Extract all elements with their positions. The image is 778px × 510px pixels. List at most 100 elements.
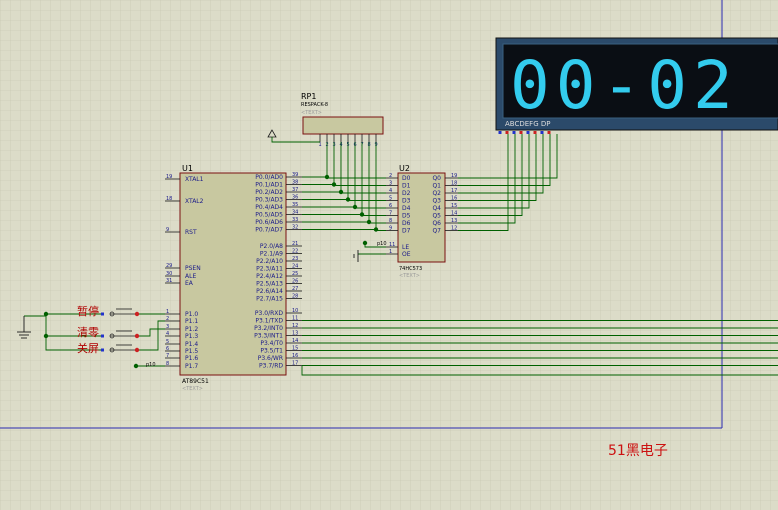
button-pin	[101, 348, 104, 352]
display-pin	[540, 131, 544, 134]
wire-btn3-p11	[139, 320, 165, 351]
u2-pin-num: 8	[389, 218, 392, 224]
button-terminal-red	[134, 333, 140, 339]
button-terminal	[109, 311, 115, 317]
u2-pin-num: 2	[389, 173, 392, 179]
u1-pin-num: 34	[292, 210, 298, 216]
u1-pin-num: 4	[166, 331, 169, 337]
junction-dot	[43, 311, 49, 317]
u1-pin-num: 1	[166, 309, 169, 315]
u1-pin-num: 16	[292, 353, 298, 359]
wire-q-to-display	[458, 134, 509, 231]
display-pin	[547, 131, 551, 134]
wires	[24, 134, 778, 376]
button-label-clear: 清零	[77, 326, 99, 339]
button-label-screen-off: 关屏	[77, 341, 99, 355]
wire-q-to-display	[458, 134, 544, 194]
u1-pin-name: P3.0/RXD	[255, 310, 283, 317]
u1-pin-num: 5	[166, 339, 169, 345]
u2-pin-name: Q4	[432, 205, 441, 212]
u1-pin-name: P0.3/AD3	[255, 197, 283, 204]
junction-dot	[373, 227, 379, 232]
wire-q-to-display	[458, 134, 537, 201]
u2-pin-num: 14	[451, 211, 457, 217]
u1-pin-name: P1.1	[185, 318, 198, 325]
net-label-p10: p10	[146, 362, 156, 368]
display-pin	[519, 131, 523, 134]
push-buttons[interactable]	[101, 308, 140, 353]
u1-pin-num: 23	[292, 256, 298, 262]
u1-pin-num: 22	[292, 249, 298, 255]
u2-pin-name: D3	[402, 198, 411, 205]
u1-pin-name: P1.5	[185, 348, 198, 355]
u1-pin-name: P0.5/AD5	[255, 212, 283, 219]
junction-dot	[338, 189, 344, 195]
display-pin	[512, 131, 516, 134]
u1-pin-name: P2.0/A8	[260, 243, 283, 250]
u1-pin-num: 11	[292, 316, 298, 322]
u2-pin-name: Q1	[432, 183, 441, 190]
u1-pin-name: P2.5/A13	[256, 281, 283, 288]
push-button[interactable]	[101, 344, 140, 353]
u1-pin-num: 15	[292, 346, 298, 352]
u2-pin-name: D5	[402, 213, 411, 220]
push-button[interactable]	[101, 308, 140, 317]
display-pin	[505, 131, 509, 134]
junction-dot	[133, 363, 139, 369]
u1-pin-name: EA	[185, 280, 194, 287]
button-terminal	[109, 347, 115, 353]
u1-pin-num: 19	[166, 174, 172, 180]
u1-pin-num: 29	[166, 263, 172, 269]
junction-dot	[352, 204, 358, 210]
display-digits: 00-02	[510, 47, 739, 124]
rp1-pin-num: 1	[319, 142, 322, 148]
u2-pin-num: 17	[451, 188, 457, 194]
u2-pin-name: Q5	[432, 213, 441, 220]
junction-dot	[324, 174, 330, 180]
u1-pin-name: P2.3/A11	[256, 266, 283, 273]
u2-pin-num: 3	[389, 181, 392, 187]
u1-pin-num: 9	[166, 227, 169, 233]
display-pin-labels: ABCDEFG DP	[505, 120, 550, 128]
u1-pin-name: P0.7/AD7	[255, 227, 283, 234]
display-pin	[526, 131, 530, 134]
u1-pin-num: 2	[166, 316, 169, 322]
u1-pin-num: 14	[292, 338, 298, 344]
wire-q-to-display	[458, 134, 516, 224]
u1-pin-num: 24	[292, 264, 298, 270]
button-terminal	[109, 333, 115, 339]
ground-symbol-u2-oe	[353, 250, 359, 262]
u1-pin-name: P1.2	[185, 326, 198, 333]
u1-ref: U1	[182, 164, 193, 173]
u2-pin-num: 9	[389, 226, 392, 232]
u2-pin-name: OE	[402, 251, 411, 258]
u1-pin-num: 13	[292, 331, 298, 337]
u1-pin-name: P2.1/A9	[260, 251, 283, 258]
u1-pin-num: 26	[292, 279, 298, 285]
wire-q-to-display	[458, 134, 551, 186]
u2-pin-num: 16	[451, 196, 457, 202]
u1-pin-name: P3.3/INT1	[254, 333, 283, 340]
u2-pin-name: D6	[402, 220, 411, 227]
u2-ref: U2	[399, 164, 410, 173]
u1-pin-num: 30	[166, 271, 172, 277]
wire-q-to-display	[458, 134, 530, 209]
u2-pin-num: 7	[389, 211, 392, 217]
ground-symbol-left	[17, 316, 31, 339]
u2-pin-num: 11	[389, 242, 395, 248]
wire-q-to-display	[458, 134, 523, 216]
wire-ground-bus	[24, 315, 104, 351]
junction-dot	[362, 240, 368, 246]
u1-pin-name: P2.6/A14	[256, 288, 283, 295]
wire-p3-extra	[301, 366, 778, 376]
push-button[interactable]	[101, 330, 140, 339]
seven-segment-display[interactable]: 00-02 ABCDEFG DP	[495, 37, 778, 134]
u1-pin-num: 33	[292, 217, 298, 223]
u1-pin-name: P1.0	[185, 311, 198, 318]
u1-pin-name: P2.2/A10	[256, 258, 283, 265]
u2-pin-num: 15	[451, 203, 457, 209]
